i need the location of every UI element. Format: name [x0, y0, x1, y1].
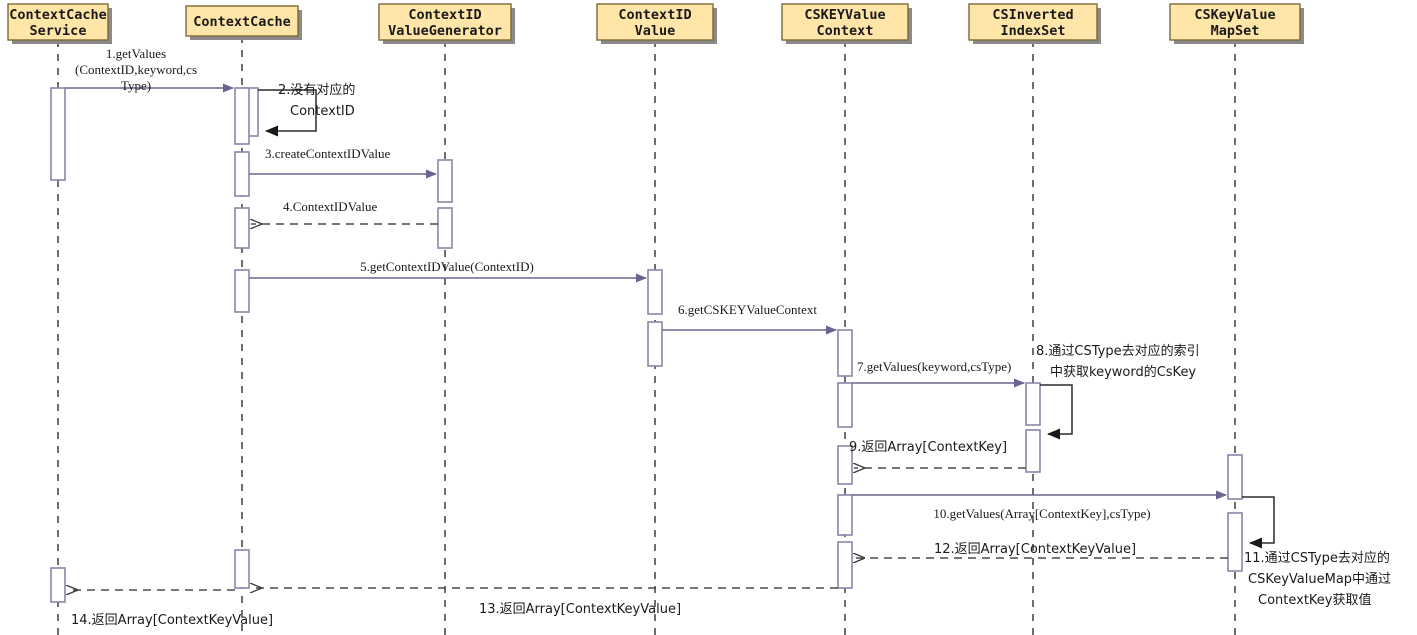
activation-bar	[50, 87, 66, 181]
activation-bar	[234, 87, 250, 145]
activation-bar	[1025, 382, 1041, 426]
participant-label-line2: Service	[30, 23, 87, 39]
participant-ctx-id-value[interactable]: ContextID Value	[596, 3, 717, 44]
activation-bar	[437, 159, 453, 203]
message-label-4: 4.ContextIDValue	[283, 199, 377, 214]
participant-box	[7, 3, 109, 41]
message-label-1-line1: 1.getValues	[106, 46, 166, 61]
participant-ctx-cache[interactable]: ContextCache	[185, 5, 302, 40]
message-label-8-line1: 8.通过CSType去对应的索引	[1036, 343, 1200, 359]
participant-label-line1: CSKEYValue	[804, 7, 885, 23]
messages-group	[65, 83, 1275, 590]
activation-bar	[234, 151, 250, 197]
message-label-1-line2: (ContextID,keyword,cs	[75, 62, 197, 77]
participant-ctx-cache-service[interactable]: ContextCache Service	[7, 3, 112, 44]
activation-bar	[50, 567, 66, 603]
message-label-11-line2: CSKeyValueMap中通过	[1248, 572, 1391, 587]
participant-box	[968, 3, 1098, 41]
message-label-14: 14.返回Array[ContextKeyValue]	[71, 613, 273, 628]
participant-box	[1169, 3, 1301, 41]
participant-label-line1: ContextID	[618, 7, 691, 23]
participant-box	[781, 3, 909, 41]
participant-label-line1: ContextCache	[9, 7, 107, 23]
message-label-8-line2: 中获取keyword的CsKey	[1050, 364, 1196, 380]
message-label-11-line1: 11.通过CSType去对应的	[1244, 550, 1390, 566]
activation-bar	[837, 382, 853, 428]
activation-bar	[837, 494, 853, 536]
activation-bar	[1227, 454, 1243, 500]
participant-label-line1: ContextCache	[193, 14, 291, 30]
participant-label-line2: IndexSet	[1000, 23, 1065, 39]
activation-bar	[234, 549, 250, 589]
message-label-7: 7.getValues(keyword,csType)	[857, 359, 1011, 374]
message-arrow-8-self	[1040, 384, 1073, 440]
participant-box	[378, 3, 512, 41]
participant-heads-group: ContextCache Service ContextCache Contex…	[7, 3, 1304, 44]
message-label-5: 5.getContextIDValue(ContextID)	[360, 259, 534, 274]
message-label-3: 3.createContextIDValue	[265, 146, 390, 161]
activation-bar	[437, 207, 453, 249]
message-label-10: 10.getValues(Array[ContextKey],csType)	[933, 506, 1150, 521]
activation-bar	[234, 207, 250, 249]
participant-label-line2: MapSet	[1211, 23, 1260, 39]
message-label-12: 12.返回Array[ContextKeyValue]	[934, 542, 1136, 557]
participant-box	[185, 5, 299, 37]
activation-bar	[647, 269, 663, 315]
activation-bar	[837, 445, 853, 485]
participant-box	[596, 3, 714, 41]
participant-label-line2: ValueGenerator	[388, 23, 502, 39]
participant-label-line2: Value	[635, 23, 676, 39]
message-label-9: 9.返回Array[ContextKey]	[849, 440, 1007, 455]
participant-cskey-value-map-set[interactable]: CSKeyValue MapSet	[1169, 3, 1304, 44]
activation-bar	[234, 269, 250, 313]
message-label-1-line3: Type)	[121, 78, 151, 93]
participant-label-line1: ContextID	[408, 7, 481, 23]
participant-cs-inverted-index-set[interactable]: CSInverted IndexSet	[968, 3, 1101, 44]
message-label-2-line1: 2.没有对应的	[278, 82, 355, 98]
participant-ctx-id-value-generator[interactable]: ContextID ValueGenerator	[378, 3, 515, 44]
participant-label-line1: CSKeyValue	[1194, 7, 1275, 23]
message-label-11-line3: ContextKey获取值	[1258, 592, 1372, 608]
participant-label-line1: CSInverted	[992, 7, 1073, 23]
activation-bar	[837, 541, 853, 589]
message-label-6: 6.getCSKEYValueContext	[678, 302, 817, 317]
activation-bar	[647, 321, 663, 367]
message-arrow-11-self	[1242, 496, 1275, 549]
message-label-2-line2: ContextID	[290, 104, 355, 119]
activations-group	[50, 87, 1243, 603]
message-label-13: 13.返回Array[ContextKeyValue]	[479, 602, 681, 617]
participant-cskey-value-context[interactable]: CSKEYValue Context	[781, 3, 912, 44]
activation-bar	[1025, 429, 1041, 473]
activation-bar	[1227, 512, 1243, 572]
activation-bar	[837, 329, 853, 377]
participant-label-line2: Context	[817, 23, 874, 39]
message-labels-group: 1.getValues (ContextID,keyword,cs Type) …	[71, 46, 1391, 628]
message-arrow-2-self	[258, 89, 317, 137]
